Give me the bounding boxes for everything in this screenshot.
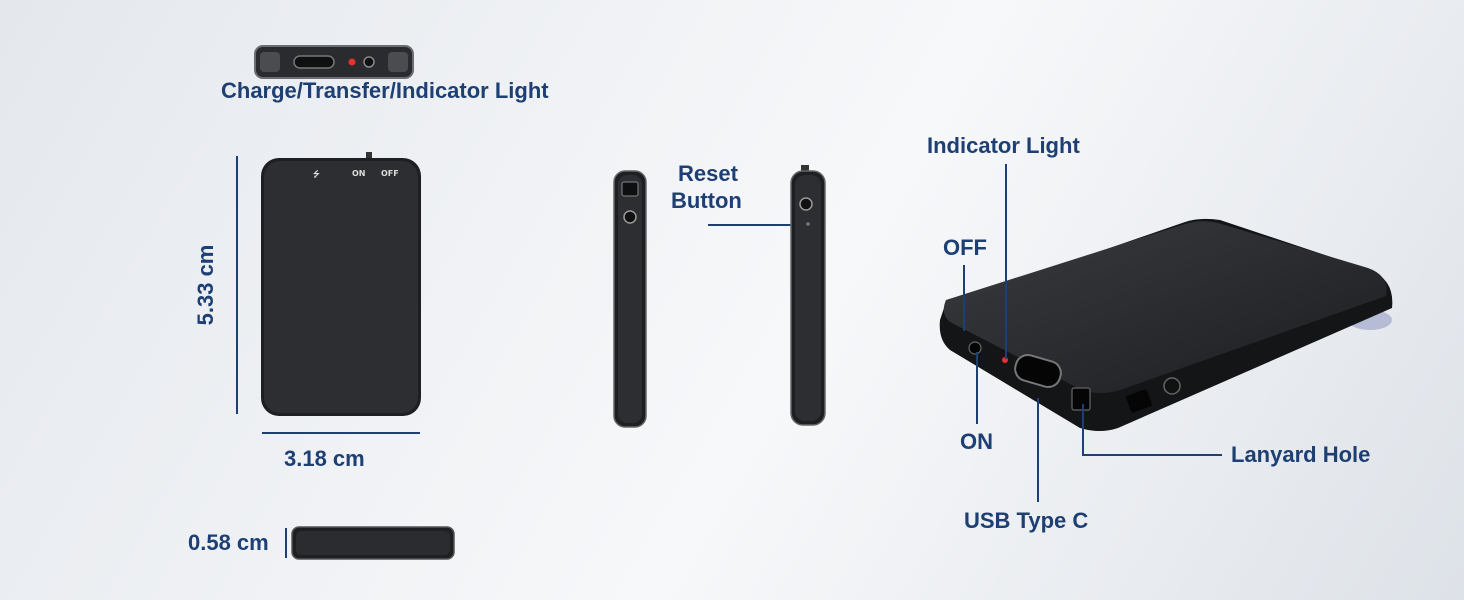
left-side-view (613, 170, 647, 428)
thickness-view (291, 526, 455, 560)
on-label: ON (960, 429, 993, 454)
reset-button (799, 197, 813, 211)
off-pointer (963, 265, 965, 331)
height-dimension-label: 5.33 cm (193, 244, 218, 326)
on-mark: ON (352, 169, 366, 178)
perspective-view (939, 218, 1393, 431)
usb-type-c-pointer (1037, 398, 1039, 502)
front-view (261, 152, 421, 416)
reset-button-label-line1: Reset (678, 161, 738, 186)
indicator-light (348, 58, 356, 66)
width-dimension-label: 3.18 cm (284, 446, 365, 471)
thickness-dimension-line (285, 528, 287, 558)
charge-transfer-label: Charge/Transfer/Indicator Light (221, 78, 549, 103)
lanyard-hole (1071, 387, 1091, 411)
on-pointer (976, 352, 978, 424)
usb-mark: ⭍ (313, 170, 320, 179)
off-mark: OFF (381, 169, 399, 178)
usb-c-port (293, 55, 335, 69)
lanyard-hole-pointer-horizontal (1082, 454, 1222, 456)
lanyard-hole-pointer-vertical (1082, 404, 1084, 456)
perspective-usb-c-port (1014, 354, 1062, 388)
off-label: OFF (943, 235, 987, 260)
height-dimension-line (236, 156, 238, 414)
right-side-view (790, 165, 826, 426)
width-dimension-line (262, 432, 420, 434)
usb-type-c-label: USB Type C (964, 508, 1089, 533)
indicator-light-pointer (1005, 164, 1007, 359)
reset-button-label-line2: Button (671, 188, 742, 213)
reset-button-pointer (708, 224, 810, 226)
thickness-dimension-label: 0.58 cm (188, 530, 269, 555)
lanyard-hole-label: Lanyard Hole (1231, 442, 1371, 467)
top-edge-view (254, 45, 414, 79)
indicator-light-label: Indicator Light (927, 133, 1080, 158)
